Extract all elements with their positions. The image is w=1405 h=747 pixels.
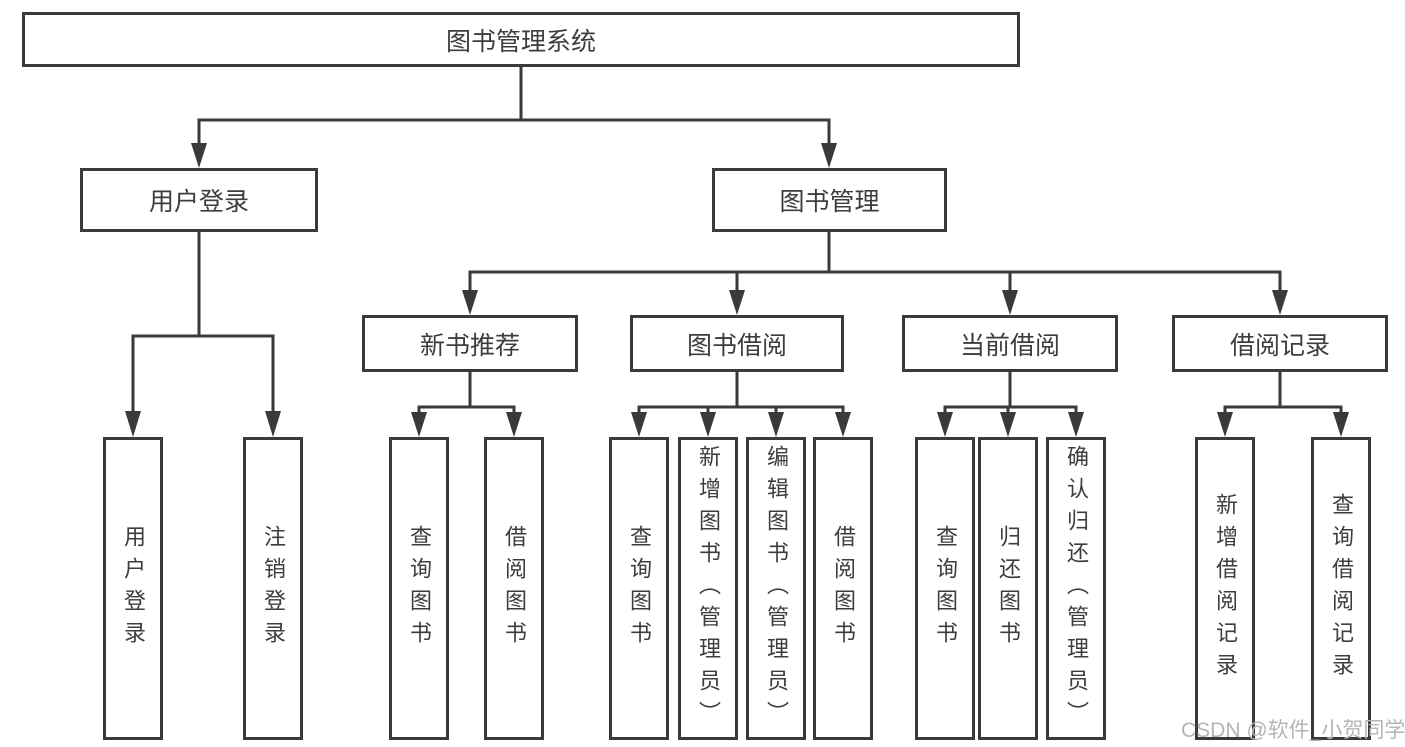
connector-user-login-to-leaves (125, 230, 281, 437)
node-new-book-recommend-label: 新书推荐 (419, 331, 520, 360)
node-user-login-label: 用户登录 (148, 188, 249, 216)
leaf-borrow-add-books-admin-label: 新增图书（管理员） (696, 444, 721, 733)
node-book-management: 图书管理 (712, 168, 947, 232)
leaf-borrow-borrow-books-label: 借阅图书 (831, 524, 856, 653)
leaf-current-return-books-label: 归还图书 (996, 524, 1021, 653)
node-root-label: 图书管理系统 (445, 27, 596, 56)
leaf-current-query-books: 查询图书 (915, 437, 975, 740)
leaf-borrow-borrow-books: 借阅图书 (813, 437, 873, 740)
leaf-current-query-books-label: 查询图书 (933, 524, 958, 653)
leaf-borrow-query-books-label: 查询图书 (627, 524, 652, 653)
node-user-login: 用户登录 (80, 168, 318, 232)
node-borrow-records: 借阅记录 (1172, 315, 1388, 372)
leaf-recommend-query-books-label: 查询图书 (407, 524, 432, 653)
node-new-book-recommend: 新书推荐 (362, 315, 578, 372)
node-borrow-records-label: 借阅记录 (1229, 331, 1330, 360)
leaf-records-add-record-label: 新增借阅记录 (1213, 492, 1238, 685)
connector-book-borrow-to-leaves (631, 370, 851, 437)
leaf-records-query-record: 查询借阅记录 (1311, 437, 1371, 740)
node-current-borrow: 当前借阅 (902, 315, 1118, 372)
connector-new-book-recommend-to-leaves (411, 370, 522, 437)
leaf-current-confirm-return-admin-label: 确认归还（管理员） (1064, 444, 1089, 733)
connector-borrow-records-to-leaves (1217, 370, 1349, 437)
leaf-borrow-query-books: 查询图书 (609, 437, 669, 740)
connector-current-borrow-to-leaves (937, 370, 1084, 437)
node-book-borrow-label: 图书借阅 (686, 331, 787, 360)
connector-root-to-level2 (191, 66, 837, 168)
leaf-records-add-record: 新增借阅记录 (1195, 437, 1255, 740)
leaf-recommend-borrow-books: 借阅图书 (484, 437, 544, 740)
leaf-logout: 注销登录 (243, 437, 303, 740)
leaf-borrow-edit-books-admin: 编辑图书（管理员） (746, 437, 806, 740)
node-current-borrow-label: 当前借阅 (959, 331, 1060, 360)
node-book-borrow: 图书借阅 (630, 315, 844, 372)
leaf-recommend-query-books: 查询图书 (389, 437, 449, 740)
leaf-current-return-books: 归还图书 (978, 437, 1038, 740)
csdn-watermark: CSDN @软件_小贺同学 (1181, 719, 1405, 742)
leaf-recommend-borrow-books-label: 借阅图书 (502, 524, 527, 653)
node-book-management-label: 图书管理 (779, 188, 880, 216)
connector-book-management-to-level3 (462, 230, 1288, 315)
leaf-user-login: 用户登录 (103, 437, 163, 740)
leaf-user-login-label: 用户登录 (121, 524, 146, 653)
leaf-logout-label: 注销登录 (261, 524, 286, 653)
leaf-current-confirm-return-admin: 确认归还（管理员） (1046, 437, 1106, 740)
leaf-records-query-record-label: 查询借阅记录 (1329, 492, 1354, 685)
leaf-borrow-edit-books-admin-label: 编辑图书（管理员） (764, 444, 789, 733)
node-root-system: 图书管理系统 (22, 12, 1020, 67)
leaf-borrow-add-books-admin: 新增图书（管理员） (678, 437, 738, 740)
